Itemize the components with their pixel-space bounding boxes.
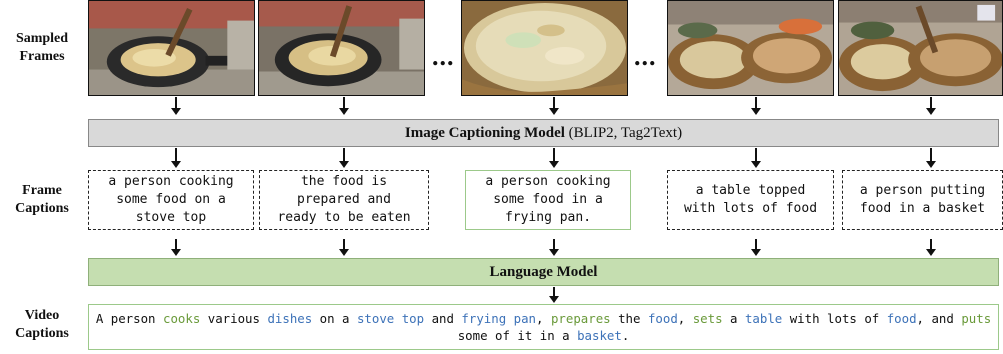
caption-noun: food xyxy=(647,311,678,326)
label-sampled-frames: Sampled Frames xyxy=(15,31,69,64)
label-video-captions: Video Captions xyxy=(15,308,69,341)
caption-text: with lots of xyxy=(782,311,887,326)
frame-image-4 xyxy=(667,0,834,96)
ellipsis-2: ... xyxy=(634,42,657,71)
label-frame-captions: Frame Captions xyxy=(15,183,69,216)
caption-text: on a xyxy=(312,311,357,326)
caption-noun: table xyxy=(744,311,783,326)
caption-text: , and xyxy=(916,311,962,326)
caption-verb: sets xyxy=(692,311,723,326)
frame-image-3 xyxy=(461,0,628,96)
caption-text: the xyxy=(610,311,648,326)
image-captioning-model-name: Image Captioning Model xyxy=(404,124,565,141)
frame-caption-3: a person cooking some food in a frying p… xyxy=(465,170,631,230)
frame-caption-5: a person putting food in a basket xyxy=(842,170,1003,230)
caption-noun: food xyxy=(886,311,917,326)
caption-text: various xyxy=(200,311,268,326)
caption-text: a xyxy=(722,311,745,326)
frame-caption-1: a person cooking some food on a stove to… xyxy=(88,170,254,230)
caption-text: , xyxy=(677,311,693,326)
caption-noun: stove top xyxy=(356,311,425,326)
frame-image-2 xyxy=(258,0,425,96)
image-captioning-model-bar: Image Captioning Model (BLIP2, Tag2Text) xyxy=(88,119,999,147)
caption-text: . xyxy=(621,328,630,343)
caption-verb: cooks xyxy=(162,311,201,326)
caption-text: and xyxy=(424,311,462,326)
caption-noun: frying pan xyxy=(461,311,537,326)
caption-noun: dishes xyxy=(267,311,313,326)
caption-text: some of it in a xyxy=(457,311,999,343)
caption-text: , xyxy=(536,311,551,326)
frame-caption-4: a table topped with lots of food xyxy=(667,170,834,230)
image-captioning-model-detail: (BLIP2, Tag2Text) xyxy=(564,124,683,141)
video-caption-text: A person cooks various dishes on a stove… xyxy=(95,310,992,344)
language-model-bar: Language Model xyxy=(88,258,999,286)
video-caption-box: A person cooks various dishes on a stove… xyxy=(88,304,999,350)
frame-image-5 xyxy=(838,0,1003,96)
caption-noun: basket xyxy=(577,328,622,343)
frame-image-1 xyxy=(88,0,255,96)
language-model-name: Language Model xyxy=(489,263,598,280)
caption-verb: puts xyxy=(961,311,992,326)
frame-caption-2: the food is prepared and ready to be eat… xyxy=(259,170,429,230)
caption-text: A person xyxy=(95,311,163,326)
caption-verb: prepares xyxy=(550,311,611,326)
ellipsis-1: ... xyxy=(432,42,455,71)
